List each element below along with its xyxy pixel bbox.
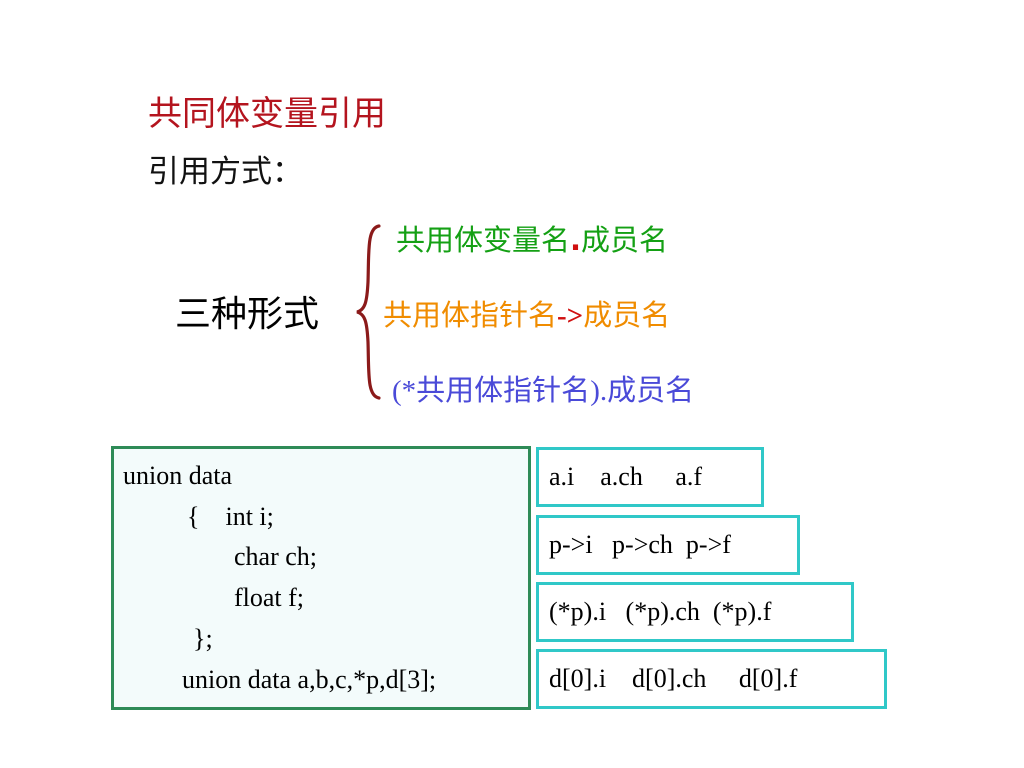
form-operator: . xyxy=(570,223,582,257)
form-prefix: (* xyxy=(392,375,417,407)
code-line: }; xyxy=(193,624,213,653)
access-form-arrow: 共用体指针名->成员名 xyxy=(383,292,670,334)
code-line: char ch; xyxy=(234,542,318,571)
form-operator: -> xyxy=(557,300,584,332)
access-example-pointer-arrow: p->i p->ch p->f xyxy=(536,515,800,575)
code-line: float f; xyxy=(234,583,305,612)
code-line: { int i; xyxy=(187,502,274,531)
form-suffix: 成员名 xyxy=(607,373,695,407)
form-suffix: 成员名 xyxy=(583,298,671,332)
slide-subtitle: 引用方式： xyxy=(148,154,303,190)
code-line: union data a,b,c,*p,d[3]; xyxy=(182,665,437,694)
slide-title: 共同体变量引用 xyxy=(148,94,386,134)
curly-brace-icon xyxy=(356,224,381,400)
form-suffix: 成员名 xyxy=(581,223,669,257)
form-prefix: 共用体变量名 xyxy=(396,223,571,257)
code-line: union data xyxy=(123,461,233,490)
access-form-dot: 共用体变量名.成员名 xyxy=(396,217,668,259)
form-prefix: 共用体指针名 xyxy=(383,298,558,332)
form-middle: 共用体指针名 xyxy=(416,373,591,407)
access-example-array: d[0].i d[0].ch d[0].f xyxy=(536,649,887,709)
form-operator: ). xyxy=(590,375,608,407)
code-box: union data { int i; char ch; float f; };… xyxy=(111,446,531,710)
access-example-variable: a.i a.ch a.f xyxy=(536,447,764,507)
access-form-deref: (*共用体指针名).成员名 xyxy=(392,367,694,409)
forms-label: 三种形式 xyxy=(175,294,320,335)
access-example-pointer-deref: (*p).i (*p).ch (*p).f xyxy=(536,582,854,642)
